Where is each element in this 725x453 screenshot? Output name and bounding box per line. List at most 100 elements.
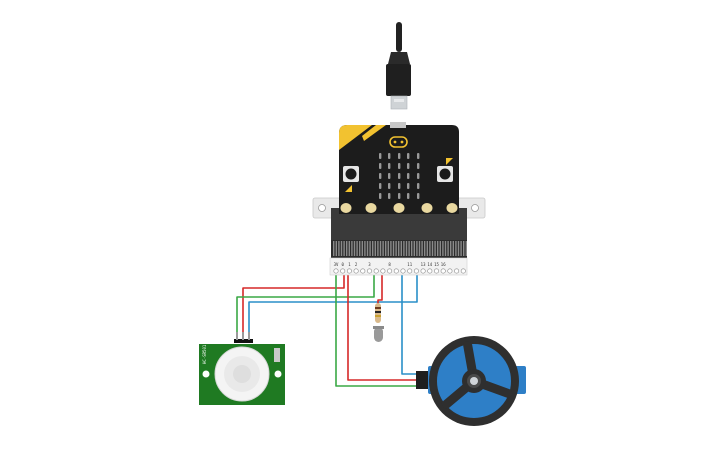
pir-sensor[interactable]: HC-SR501 [199, 332, 285, 405]
connector-tooth [418, 241, 421, 256]
resistor-icon[interactable] [375, 303, 381, 323]
connector-tooth [426, 241, 428, 256]
connector-tooth [340, 241, 343, 256]
connector-tooth [416, 241, 418, 256]
connector-tooth [348, 241, 350, 256]
connector-tooth [447, 241, 449, 256]
connector-tooth [434, 241, 436, 256]
pin-hole[interactable] [460, 268, 466, 274]
connector-tooth [361, 241, 363, 256]
matrix-led [407, 153, 410, 159]
connector-tooth [353, 241, 356, 256]
pin-label: 11 [407, 262, 412, 267]
connector-tooth [411, 241, 413, 256]
pin-hole[interactable] [340, 268, 346, 274]
pin-holes [333, 268, 466, 274]
microbit-board[interactable] [339, 122, 459, 214]
pin-hole[interactable] [373, 268, 379, 274]
matrix-led [407, 173, 410, 179]
connector-tooth [450, 241, 452, 256]
connector-tooth [400, 241, 402, 256]
connector-tooth [439, 241, 441, 256]
pin-hole[interactable] [333, 268, 339, 274]
pin-hole[interactable] [407, 268, 413, 274]
microbit-logo-icon[interactable] [389, 136, 408, 148]
connector-tooth [465, 241, 467, 256]
matrix-led [398, 163, 401, 169]
wire-pir-green[interactable] [236, 274, 375, 340]
pin-label: 15 [434, 262, 439, 267]
connector-tooth [460, 241, 462, 256]
matrix-led [388, 183, 391, 189]
matrix-led [379, 193, 382, 199]
connector-tooth [457, 241, 460, 256]
matrix-led [379, 183, 382, 189]
usb-cable-icon[interactable] [386, 22, 411, 110]
wire-pir-red[interactable] [242, 274, 345, 340]
pin-hole[interactable] [387, 268, 393, 274]
connector-tooth [442, 241, 444, 256]
matrix-led [417, 193, 420, 199]
connector-tooth [398, 241, 400, 256]
connector-tooth [379, 241, 382, 256]
connector-tooth [364, 241, 366, 256]
pin-label: 16 [441, 262, 446, 267]
pin-label: 1 [348, 262, 351, 267]
button-a-icon[interactable] [343, 166, 359, 192]
pin-label: 14 [427, 262, 432, 267]
pin-hole[interactable] [420, 268, 426, 274]
connector-tooth [377, 241, 379, 256]
connector-tooth [392, 241, 395, 256]
pin-hole[interactable] [427, 268, 433, 274]
matrix-led [398, 183, 401, 189]
connector-tooth [333, 241, 335, 256]
pin-hole[interactable] [400, 268, 406, 274]
wire-pir-blue[interactable] [248, 274, 418, 340]
connector-tooth [385, 241, 387, 256]
matrix-led [388, 163, 391, 169]
connector-tooth [382, 241, 384, 256]
pin-hole[interactable] [393, 268, 399, 274]
matrix-led [388, 173, 391, 179]
pin-hole[interactable] [346, 268, 352, 274]
connector-tooth [369, 241, 371, 256]
pin-hole[interactable] [353, 268, 359, 274]
matrix-led [417, 153, 420, 159]
connector-tooth [431, 241, 434, 256]
pir-label: HC-SR501 [202, 344, 207, 364]
pin-hole[interactable] [447, 268, 453, 274]
pin-label: 8 [388, 262, 391, 267]
led-matrix [379, 153, 420, 199]
matrix-led [379, 173, 382, 179]
matrix-led [388, 153, 391, 159]
connector-tooth [463, 241, 465, 256]
pin-hole[interactable] [454, 268, 460, 274]
connector-tooth [444, 241, 447, 256]
connector-tooth [366, 241, 369, 256]
matrix-led [417, 163, 420, 169]
pin-label: 2 [355, 262, 358, 267]
wire-servo-blue[interactable] [401, 274, 418, 375]
led-icon[interactable] [373, 326, 384, 342]
button-b-icon[interactable] [437, 158, 453, 182]
pin-hole[interactable] [413, 268, 419, 274]
matrix-led [398, 193, 401, 199]
wheel-icon[interactable] [429, 336, 519, 426]
connector-tooth [452, 241, 454, 256]
pin-hole[interactable] [440, 268, 446, 274]
connector-tooth [372, 241, 374, 256]
connector-tooth [390, 241, 392, 256]
connector-tooth [413, 241, 415, 256]
wire-servo-red[interactable] [347, 274, 418, 381]
matrix-led [407, 183, 410, 189]
pin-hole[interactable] [360, 268, 366, 274]
gold-pads [340, 203, 458, 213]
pin-hole[interactable] [366, 268, 372, 274]
pin-hole[interactable] [433, 268, 439, 274]
matrix-led [398, 153, 401, 159]
wire-servo-green[interactable] [335, 274, 418, 387]
matrix-led [417, 173, 420, 179]
pin-hole[interactable] [380, 268, 386, 274]
pin-label: 0 [341, 262, 344, 267]
